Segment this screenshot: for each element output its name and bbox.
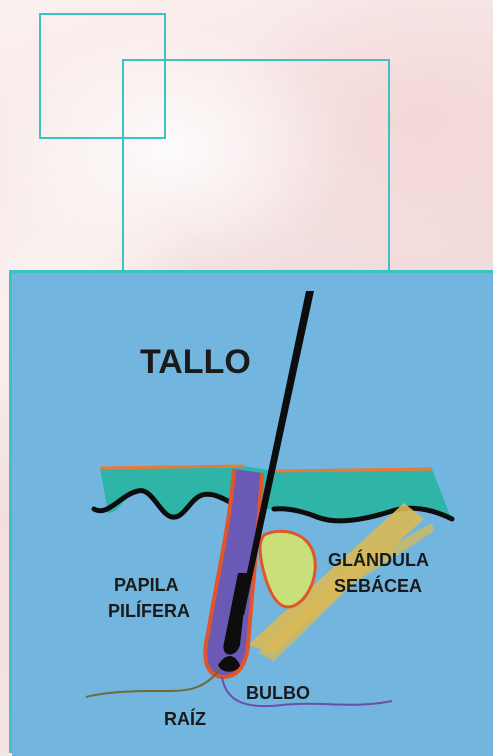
label-glandula-1: GLÁNDULA (328, 549, 429, 570)
label-glandula-2: SEBÁCEA (334, 575, 422, 596)
label-papila-1: PAPILA (114, 575, 179, 595)
skin-surface-line (274, 469, 432, 471)
diagram-panel: TALLO GLÁNDULA SEBÁCEA PAPILA PILÍFERA B… (9, 270, 493, 753)
decorative-frame-large (122, 59, 390, 273)
label-raiz: RAÍZ (164, 708, 206, 729)
label-bulbo: BULBO (246, 683, 310, 703)
skin-surface-line (100, 466, 244, 468)
hair-anatomy-diagram: TALLO GLÁNDULA SEBÁCEA PAPILA PILÍFERA B… (12, 273, 493, 756)
label-tallo: TALLO (140, 343, 251, 381)
label-papila-2: PILÍFERA (108, 600, 190, 621)
